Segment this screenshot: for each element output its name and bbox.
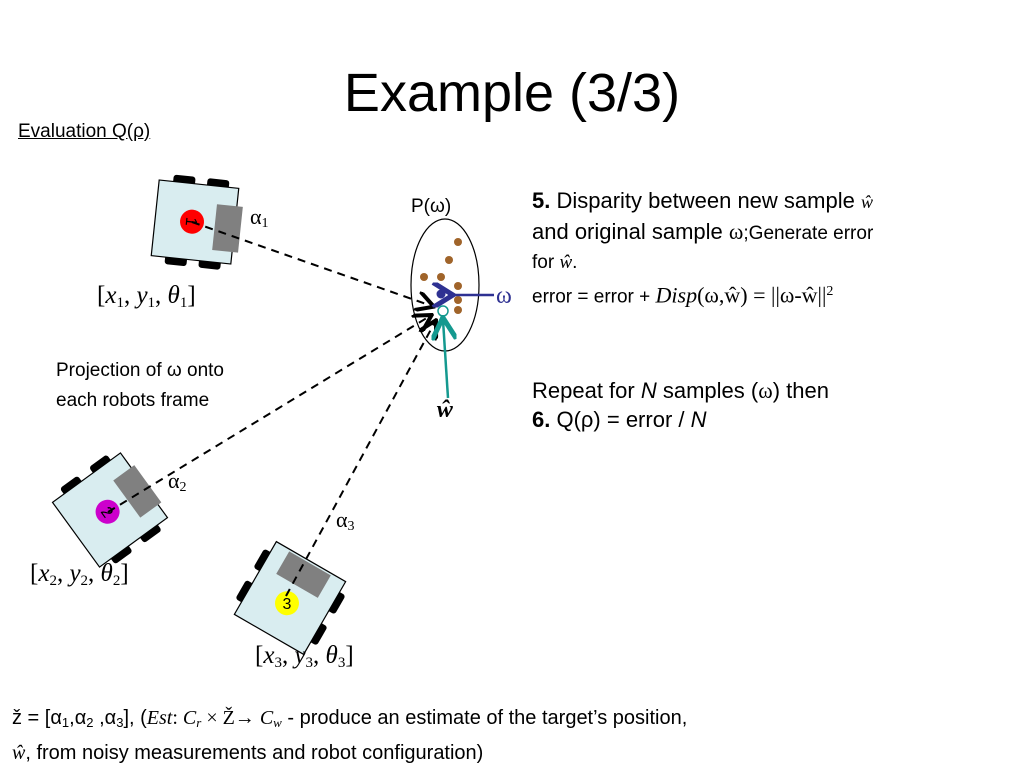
projection-line-3 (285, 322, 435, 597)
robot-1: 1 (150, 174, 243, 270)
svg-text:3: 3 (283, 596, 292, 613)
section-heading: Evaluation Q(ρ) (18, 121, 151, 142)
alpha-2-label: α2 (168, 468, 187, 495)
robot-3: 3 (233, 540, 347, 656)
omega-label: ω (496, 283, 512, 309)
alpha-3-label: α3 (336, 507, 355, 534)
omega-point (436, 289, 446, 299)
estimate-label: ŵ (437, 397, 454, 423)
robot-2-pose: [x2, y2, θ2] (30, 560, 129, 589)
robot-3-pose: [x3, y3, θ3] (255, 642, 354, 671)
projection-line-2 (107, 316, 430, 513)
step-6: Repeat for N samples (ω) then 6. Q(ρ) = … (532, 378, 829, 432)
projection-note: Projection of ω onto each robots frame (56, 360, 224, 411)
projection-line-1 (191, 221, 432, 306)
distribution-ellipse (410, 218, 480, 352)
estimate-arrow (443, 320, 448, 399)
robot-1-pose: [x1, y1, θ1] (97, 282, 196, 311)
slide-title: Example (3/3) (343, 63, 681, 123)
alpha-1-label: α1 (250, 204, 269, 231)
footer-definition: ž = [α1,α2 ,α3], (Est: Cr × Ž→ Cw - prod… (12, 707, 688, 764)
distribution-label: P(ω) (411, 196, 452, 217)
step-5: 5. Disparity between new sample ŵ and or… (532, 188, 874, 308)
sample-dots (420, 238, 462, 314)
svg-text:1: 1 (182, 216, 200, 227)
estimate-point (437, 305, 449, 317)
